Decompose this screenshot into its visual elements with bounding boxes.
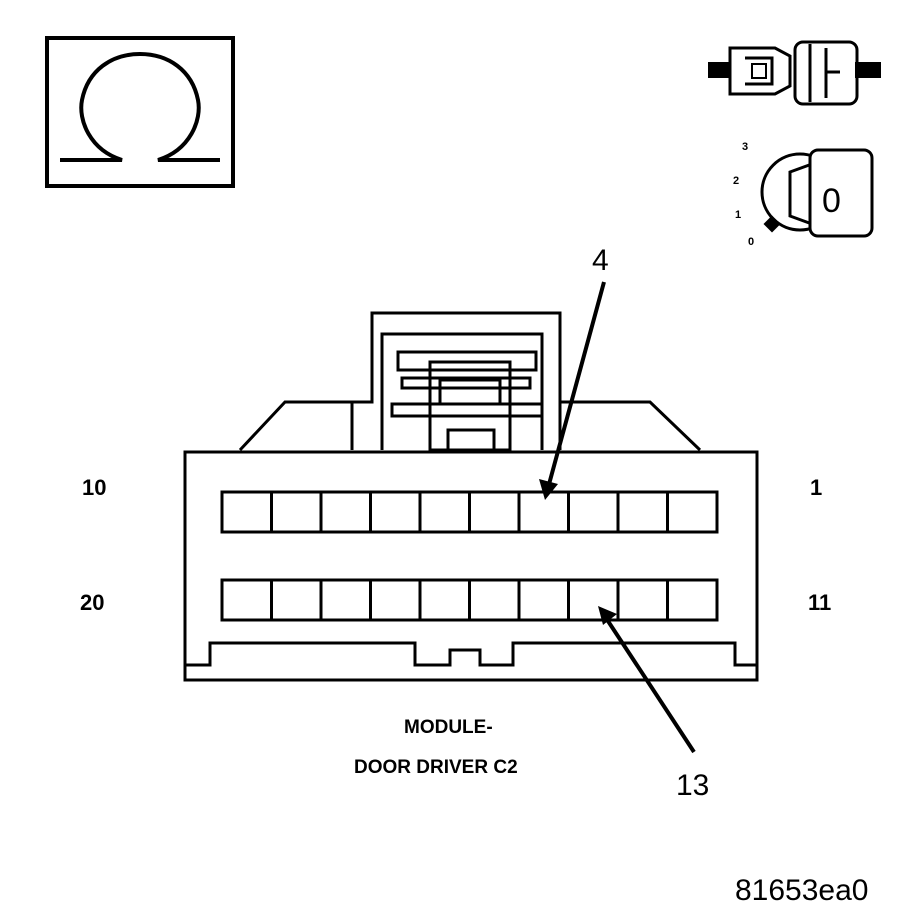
disconnected-connector-icon (708, 40, 881, 106)
ignition-position-2: 2 (733, 175, 739, 187)
pin-label-top-right: 1 (810, 475, 822, 500)
pin-cavity-top (418, 490, 471, 534)
pin-cavity-bottom (468, 578, 521, 622)
ignition-switch-icon: 0 1 2 3 0 (733, 141, 874, 248)
callout-label-13: 13 (676, 769, 709, 802)
pin-cavity-bottom (666, 578, 719, 622)
figure-id: 81653ea0 (735, 874, 868, 907)
pin-cavity-bottom (319, 578, 372, 622)
pin-cavity-bottom (220, 578, 273, 622)
cavity-row-bottom (220, 578, 719, 622)
pin-cavity-bottom (270, 578, 323, 622)
callout-arrow-13 (598, 606, 696, 754)
pin-label-bottom-right: 11 (808, 590, 831, 615)
callout-arrow-4 (539, 281, 606, 500)
pin-cavity-bottom (369, 578, 422, 622)
pin-cavity-top (369, 490, 422, 534)
pin-cavity-bottom (517, 578, 570, 622)
pin-cavity-top (220, 490, 273, 534)
pin-label-top-left: 10 (82, 475, 106, 500)
pin-cavity-bottom (567, 578, 620, 622)
pin-cavity-top (567, 490, 620, 534)
pin-cavity-top (270, 490, 323, 534)
ignition-position-3: 3 (742, 141, 748, 153)
pin-cavity-top (616, 490, 669, 534)
pin-cavity-top (517, 490, 570, 534)
connector-caption-line1: MODULE- (404, 717, 493, 738)
ignition-position-0: 0 (748, 236, 754, 248)
ohmmeter-symbol-icon (45, 36, 235, 188)
pin-label-bottom-left: 20 (80, 590, 104, 615)
ignition-position-1: 1 (735, 209, 741, 221)
callout-label-4: 4 (592, 244, 609, 277)
pin-cavity-bottom (418, 578, 471, 622)
pin-cavity-top (468, 490, 521, 534)
connector-caption-line2: DOOR DRIVER C2 (354, 757, 518, 778)
ignition-key-position: 0 (822, 182, 841, 220)
cavity-row-top (220, 490, 719, 534)
pin-cavity-top (319, 490, 372, 534)
pin-cavity-top (666, 490, 719, 534)
connector-body (183, 311, 759, 682)
pin-cavity-bottom (616, 578, 669, 622)
